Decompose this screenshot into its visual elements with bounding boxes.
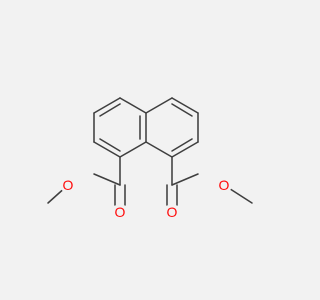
bond-right-ring-5 (145, 141, 173, 158)
right-carbonyl-oxygen-label: O (167, 204, 178, 220)
atom-layer: O O O O (60, 177, 232, 220)
bond-left-ring-1 (93, 97, 121, 114)
bond-layer (47, 97, 253, 206)
left-carbonyl-oxygen-label: O (115, 204, 126, 220)
left-ether-oxygen-label: O (63, 177, 74, 193)
bond-right-ring-4 (171, 141, 199, 158)
right-ether-oxygen-label: O (219, 177, 230, 193)
right-ether-oxygen-background (216, 177, 232, 193)
bond-left-ring-3 (93, 141, 121, 158)
right-carbonyl-oxygen-background (164, 204, 180, 220)
bond-right-ring-inner-bottom (171, 138, 193, 152)
bond-right-carbonyl-to-ether-oxygen (171, 173, 199, 186)
bond-left-carbonyl-to-ether-oxygen (93, 173, 121, 186)
bond-left-ring-4 (119, 141, 147, 158)
bond-right-ring-2 (171, 97, 199, 114)
bond-left-ring-inner-bottom (99, 138, 121, 152)
bond-left-ring-inner-top (99, 103, 121, 117)
molecule-canvas: O O O O (0, 0, 300, 300)
background (0, 0, 300, 300)
left-ether-oxygen-background (60, 177, 76, 193)
bond-right-ring-1 (145, 97, 173, 114)
bond-left-ring-5 (119, 97, 147, 114)
left-carbonyl-oxygen-background (112, 204, 128, 220)
bond-right-ring-inner-top (171, 103, 193, 117)
structure-diagram: O O O O (0, 0, 300, 300)
